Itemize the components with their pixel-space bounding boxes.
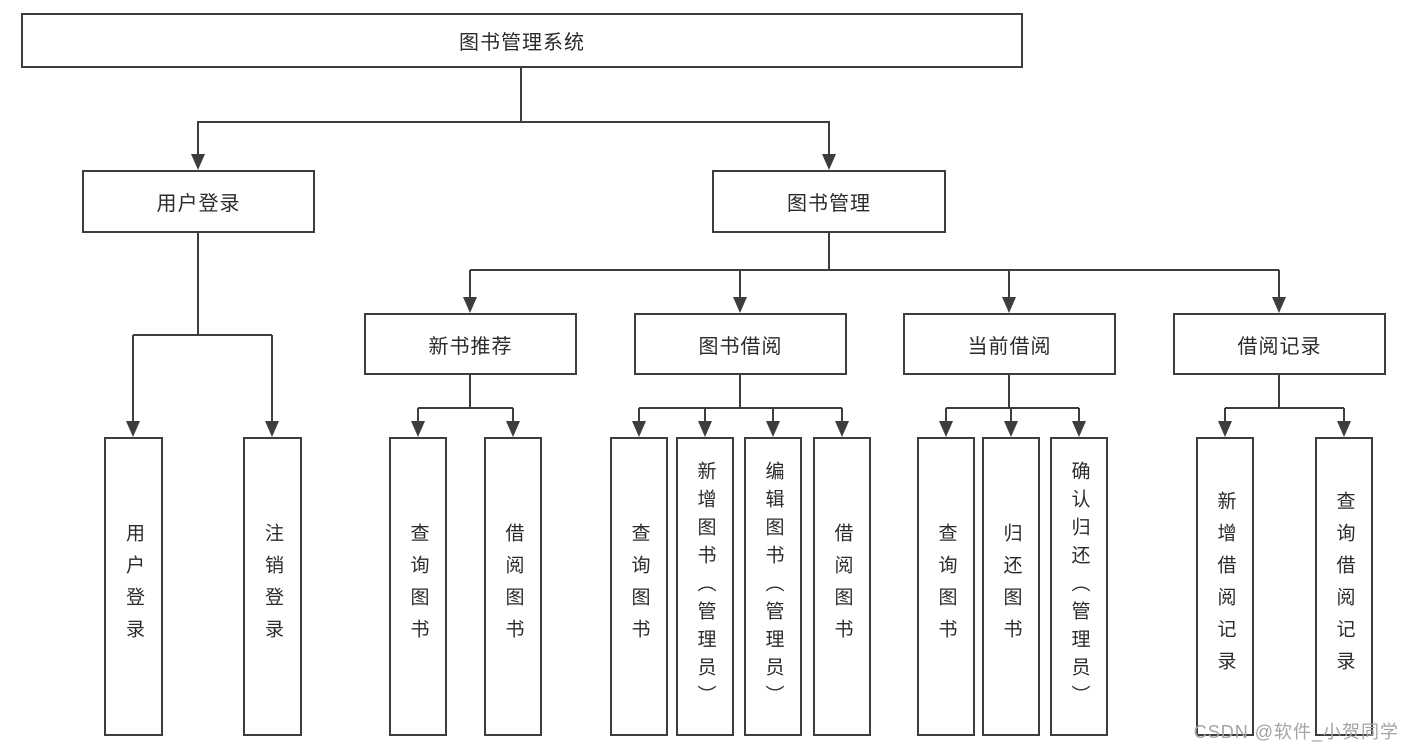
node-label: 编辑图书（管理员）	[762, 460, 784, 713]
leaf-search-borrow-record: 查询借阅记录	[1315, 437, 1373, 736]
node-library-management-system: 图书管理系统	[21, 13, 1023, 68]
node-label: 查询图书	[628, 522, 650, 651]
node-user-login: 用户登录	[82, 170, 315, 233]
node-label: 注销登录	[262, 522, 283, 651]
node-borrow-records: 借阅记录	[1173, 313, 1386, 375]
node-new-book-recommend: 新书推荐	[364, 313, 577, 375]
node-label: 归还图书	[1000, 522, 1022, 651]
node-label: 查询图书	[935, 522, 957, 651]
node-label: 图书管理系统	[459, 32, 585, 54]
node-label: 借阅图书	[502, 522, 524, 651]
node-label: 查询借阅记录	[1333, 490, 1355, 683]
leaf-logout: 注销登录	[243, 437, 302, 736]
node-label: 图书管理	[787, 193, 871, 215]
leaf-user-login: 用户登录	[104, 437, 163, 736]
node-book-borrowing: 图书借阅	[634, 313, 847, 375]
node-current-borrowing: 当前借阅	[903, 313, 1116, 375]
node-label: 新增图书（管理员）	[694, 460, 716, 713]
leaf-borrow-books-recommend: 借阅图书	[484, 437, 542, 736]
node-book-management: 图书管理	[712, 170, 946, 233]
node-label: 借阅图书	[831, 522, 853, 651]
arrowheads	[126, 154, 1351, 437]
leaf-return-books: 归还图书	[982, 437, 1040, 736]
node-label: 确认归还（管理员）	[1068, 460, 1090, 713]
node-label: 新书推荐	[428, 335, 513, 358]
node-label: 用户登录	[156, 193, 241, 215]
leaf-confirm-return-admin: 确认归还（管理员）	[1050, 437, 1108, 736]
node-label: 借阅记录	[1237, 335, 1322, 358]
leaf-add-borrow-record: 新增借阅记录	[1196, 437, 1254, 736]
node-label: 用户登录	[123, 522, 144, 651]
leaf-search-books-recommend: 查询图书	[389, 437, 447, 736]
node-label: 查询图书	[407, 522, 429, 651]
leaf-borrow-books: 借阅图书	[813, 437, 871, 736]
node-label: 新增借阅记录	[1214, 490, 1236, 683]
leaf-add-books-admin: 新增图书（管理员）	[676, 437, 734, 736]
node-label: 图书借阅	[698, 335, 783, 358]
leaf-edit-books-admin: 编辑图书（管理员）	[744, 437, 802, 736]
leaf-search-books-borrowing: 查询图书	[610, 437, 668, 736]
node-label: 当前借阅	[967, 335, 1052, 358]
leaf-search-books-current: 查询图书	[917, 437, 975, 736]
csdn-watermark: CSDN @软件_小贺同学	[1193, 722, 1399, 742]
